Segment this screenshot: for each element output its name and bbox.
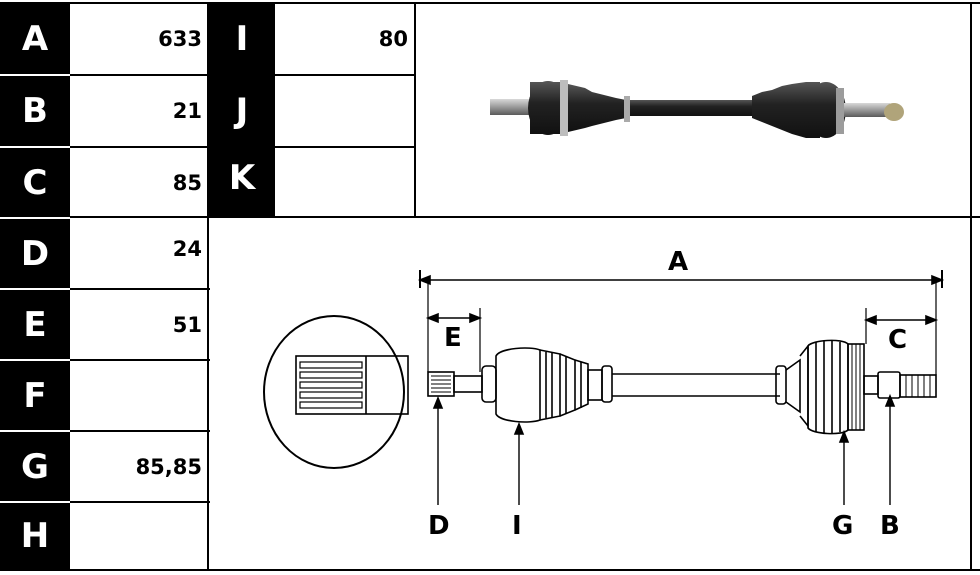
label-d: D <box>428 511 450 541</box>
row-i-letter: I <box>209 4 275 74</box>
col-sep <box>414 2 416 218</box>
label-i: I <box>512 511 522 541</box>
row-g-value: 85,85 <box>70 432 208 501</box>
row-d-value: 24 <box>70 219 208 283</box>
row-f-letter: F <box>0 361 70 430</box>
col-sep <box>207 2 209 571</box>
row-e-letter: E <box>0 290 70 359</box>
row-sep <box>70 216 980 218</box>
row-f-value <box>70 361 208 430</box>
row-sep <box>70 359 210 361</box>
right-border <box>970 2 972 571</box>
label-g: G <box>832 511 853 541</box>
row-sep <box>70 430 210 432</box>
row-a-letter: A <box>0 4 70 74</box>
label-e: E <box>444 323 462 353</box>
row-h-value <box>70 503 208 569</box>
row-i-value: 80 <box>275 4 414 74</box>
row-e-value: 51 <box>70 290 208 359</box>
label-a: A <box>668 247 688 277</box>
label-c: C <box>888 325 907 355</box>
row-c-letter: C <box>0 148 70 217</box>
shaft-photo-image <box>490 80 904 138</box>
row-b-letter: B <box>0 76 70 146</box>
shaft-line-drawing <box>417 270 945 505</box>
row-k-value <box>275 148 414 216</box>
bottom-border <box>0 569 980 571</box>
row-b-value: 21 <box>70 76 208 146</box>
row-c-value: 85 <box>70 148 208 217</box>
top-border <box>0 2 980 4</box>
row-j-letter: J <box>209 76 275 146</box>
row-d-letter: D <box>0 219 70 288</box>
row-sep <box>70 146 414 148</box>
label-b: B <box>880 511 900 541</box>
row-sep <box>70 501 210 503</box>
row-k-letter: K <box>209 148 275 216</box>
row-sep <box>70 74 414 76</box>
spline-detail-magnifier <box>263 315 409 469</box>
row-a-value: 633 <box>70 4 208 74</box>
row-j-value <box>275 76 414 146</box>
row-g-letter: G <box>0 432 70 501</box>
row-h-letter: H <box>0 503 70 569</box>
row-sep <box>70 288 210 290</box>
